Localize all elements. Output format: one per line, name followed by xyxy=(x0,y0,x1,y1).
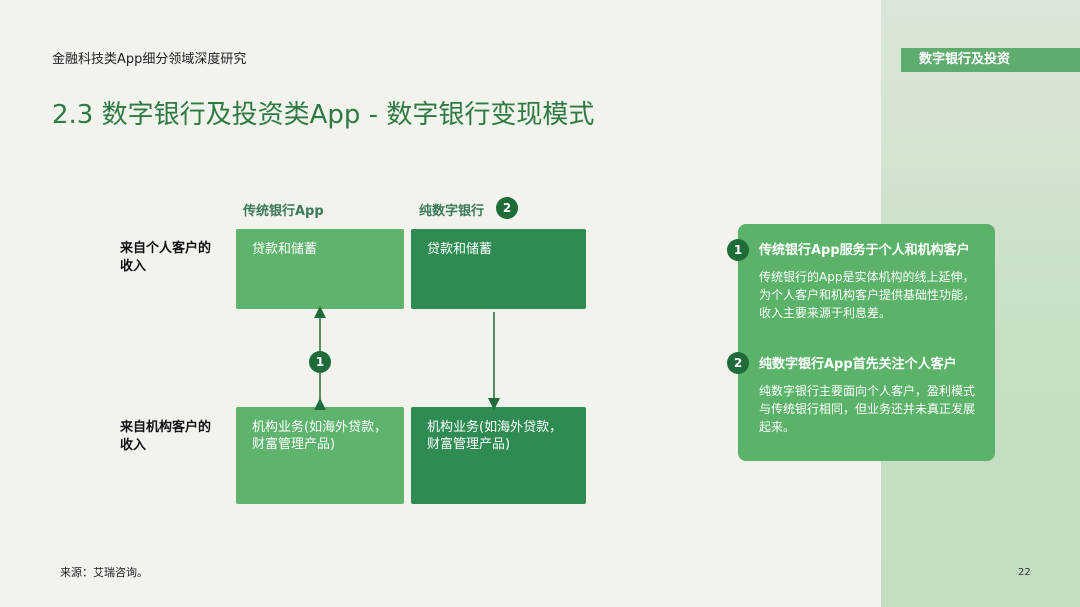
note-1-body: 传统银行的App是实体机构的线上延伸，为个人客户和机构客户提供基础性功能，收入主… xyxy=(759,270,976,320)
cell-digital-individual: 贷款和储蓄 xyxy=(411,229,586,309)
note-2-heading: 纯数字银行App首先关注个人客户 xyxy=(759,357,957,372)
column-header-traditional-bank: 传统银行App xyxy=(243,204,324,219)
page-number: 22 xyxy=(1018,567,1031,578)
cell-digital-institution: 机构业务(如海外贷款，财富管理产品) xyxy=(411,407,586,504)
cell-traditional-institution: 机构业务(如海外贷款，财富管理产品) xyxy=(236,407,404,504)
cell-traditional-individual: 贷款和储蓄 xyxy=(236,229,404,309)
section-tab: 数字银行及投资 xyxy=(901,48,1080,72)
report-title: 金融科技类App细分领域深度研究 xyxy=(52,52,247,67)
column-header-digital-bank: 纯数字银行 xyxy=(419,204,485,219)
number-badge-2: 2 xyxy=(496,197,518,219)
row-label-individual-income: 来自个人客户的收入 xyxy=(120,241,212,274)
note-1-heading: 传统银行App服务于个人和机构客户 xyxy=(759,243,970,258)
notes-box xyxy=(738,224,995,461)
slide-title: 2.3 数字银行及投资类App - 数字银行变现模式 xyxy=(52,100,595,130)
note-2-body: 纯数字银行主要面向个人客户，盈利模式与传统银行相同，但业务还并未真正发展起来。 xyxy=(759,384,976,434)
number-badge-1: 1 xyxy=(309,351,331,373)
row-label-institution-income: 来自机构客户的收入 xyxy=(120,420,212,453)
note-1-number-badge: 1 xyxy=(727,239,749,261)
note-2-number-badge: 2 xyxy=(727,352,749,374)
source-note: 来源：艾瑞咨询。 xyxy=(60,566,148,579)
